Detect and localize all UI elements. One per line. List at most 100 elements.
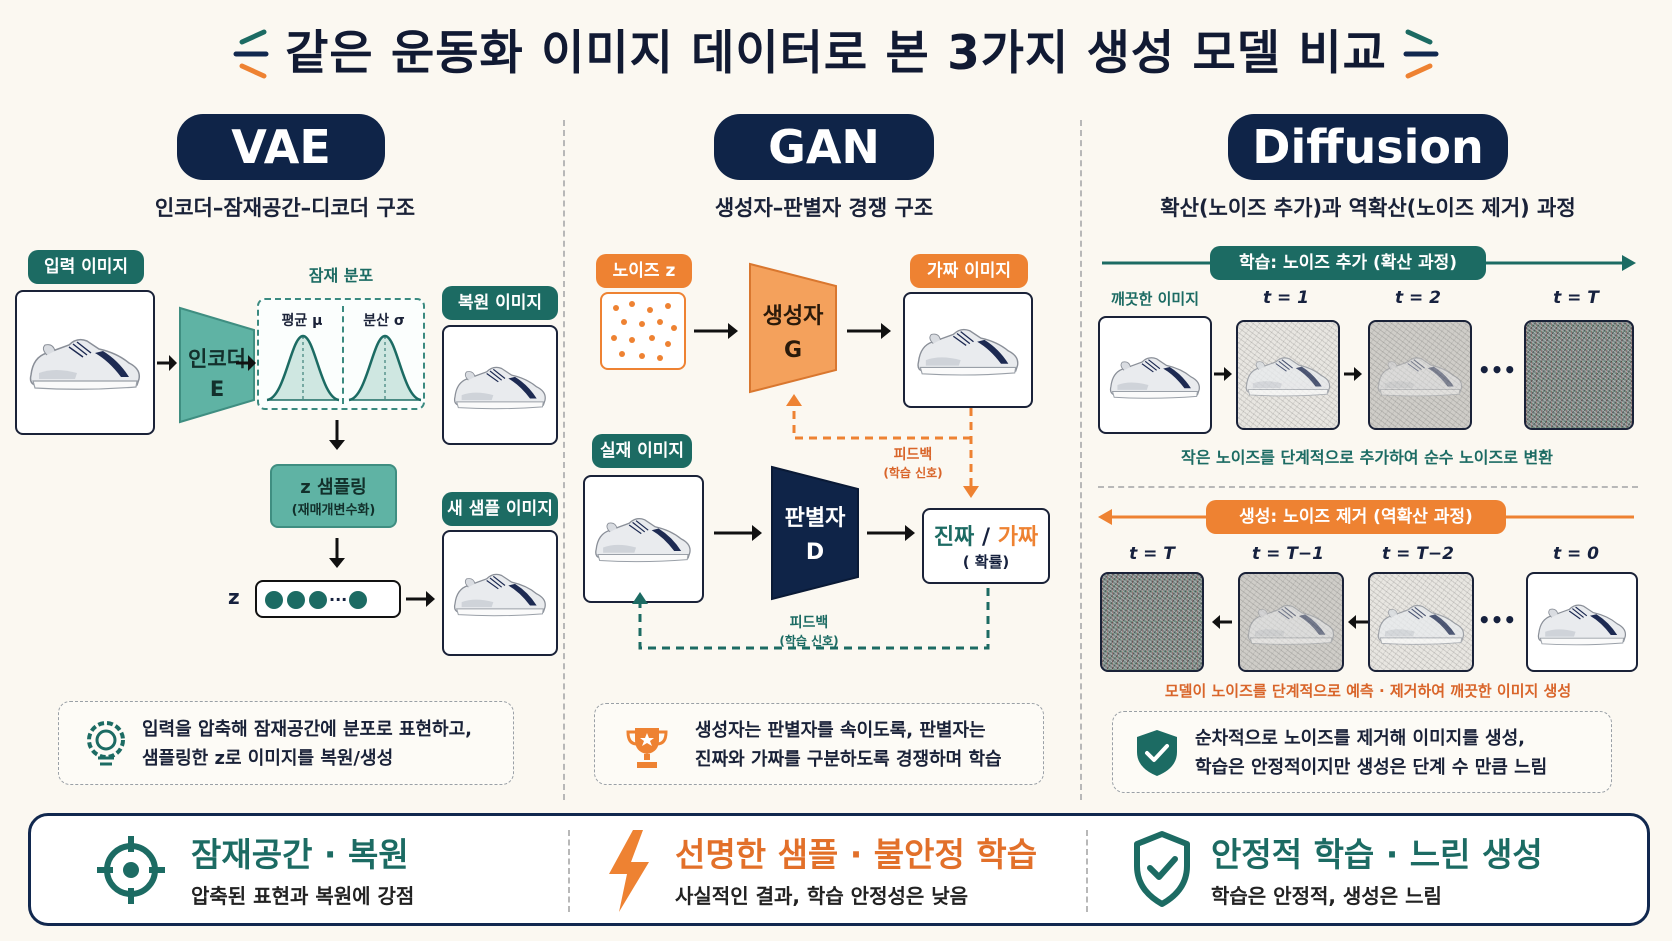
footer-vae-title: 잠재공간 · 복원: [191, 835, 409, 874]
shield-check-icon: [1137, 730, 1177, 776]
forward-ellipsis: •••: [1477, 358, 1517, 382]
mean-gaussian-icon: [266, 334, 340, 402]
gan-feedback-bottom-title: 피드백: [789, 615, 829, 631]
forward-label-3: t = T: [1553, 288, 1599, 308]
z-sampling-box: z 샘플링 (재매개변수화): [270, 464, 397, 528]
vae-new-sample-image: [442, 530, 558, 656]
forward-arrow-1: [1214, 367, 1232, 381]
vae-description-box: 입력을 압축해 잠재공간에 분포로 표현하고, 샘플링한 z로 이미지를 복원/…: [58, 701, 514, 785]
vae-desc-line2: 샘플링한 z로 이미지를 복원/생성: [142, 748, 394, 769]
reverse-step-t0: [1526, 572, 1638, 672]
gan-generator-label: 생성자: [762, 304, 824, 329]
forward-arrow-2: [1344, 367, 1362, 381]
arrow-latent-to-sampling: [329, 420, 345, 450]
page-title: 같은 운동화 이미지 데이터로 본 3가지 생성 모델 비교: [285, 26, 1387, 81]
forward-process-tag: 학습: 노이즈 추가 (확산 과정): [1210, 246, 1486, 280]
result-prob-label: ( 확률): [962, 553, 1010, 571]
gan-feedback-top-title: 피드백: [893, 447, 933, 463]
vae-header: VAE: [177, 114, 385, 180]
mean-label: 평균 μ: [281, 313, 323, 329]
footer-diffusion-sub: 학습은 안정적, 생성은 느림: [1211, 884, 1442, 908]
arrow-generator-to-fake: [847, 323, 891, 339]
z-ellipsis: ···: [329, 590, 348, 609]
gan-generator-shape: [749, 262, 837, 394]
reverse-label-0: t = T: [1129, 544, 1175, 564]
vae-encoder-symbol: E: [209, 377, 225, 401]
forward-label-1: t = 1: [1262, 288, 1310, 308]
vae-recon-image: [442, 325, 558, 445]
gan-feedback-top-sub: (학습 신호): [883, 466, 943, 480]
diffusion-desc-line2: 학습은 안정적이지만 생성은 단계 수 만큼 느림: [1195, 757, 1548, 778]
diffusion-header: Diffusion: [1228, 114, 1508, 180]
forward-step-t1: [1236, 320, 1340, 430]
diffusion-section-divider: [1098, 486, 1638, 488]
vae-subtitle: 인코더–잠재공간–디코더 구조: [154, 196, 416, 220]
shield-check-outline-icon: [1134, 831, 1190, 907]
arrow-sampling-to-z: [329, 538, 345, 568]
gan-desc-line2: 진짜와 가짜를 구분하도록 경쟁하며 학습: [695, 749, 1002, 770]
reverse-caption: 모델이 노이즈를 단계적으로 예측 · 제거하여 깨끗한 이미지 생성: [1164, 682, 1572, 700]
gan-discriminator-symbol: D: [805, 540, 825, 565]
vae-recon-tag: 복원 이미지: [442, 286, 558, 320]
forward-label-0: 깨끗한 이미지: [1110, 290, 1200, 308]
vae-input-image: [15, 290, 155, 435]
forward-step-t2: [1368, 320, 1472, 430]
forward-step-tT: [1524, 320, 1634, 430]
gan-generator-symbol: G: [783, 338, 803, 363]
arrow-discriminator-to-result: [867, 525, 915, 541]
gan-desc-line1: 생성자는 판별자를 속이도록, 판별자는: [695, 720, 986, 741]
reverse-arrow-1: [1212, 615, 1232, 629]
title-decoration-left: [233, 29, 269, 79]
arrow-noise-to-generator: [694, 323, 738, 339]
z-sampling-sub: (재매개변수화): [291, 503, 376, 518]
vae-encoder-label: 인코더: [188, 347, 246, 371]
reverse-label-1: t = T−1: [1252, 544, 1324, 564]
arrow-encoder-to-latent: [236, 355, 256, 371]
brain-gear-icon: [87, 721, 125, 766]
result-separator: /: [981, 525, 991, 550]
z-vector: ···: [255, 580, 401, 618]
arrow-input-to-encoder: [157, 355, 177, 371]
reverse-ellipsis: •••: [1477, 608, 1517, 632]
z-sampling-label: z 샘플링: [300, 477, 367, 498]
reverse-step-tT-2: [1368, 572, 1474, 672]
reverse-label-2: t = T−2: [1382, 544, 1454, 564]
diffusion-desc-line1: 순차적으로 노이즈를 제거해 이미지를 생성,: [1195, 728, 1525, 749]
reverse-step-tT-1: [1238, 572, 1344, 672]
variance-label: 분산 σ: [363, 313, 405, 329]
gan-discriminator-shape: [771, 465, 859, 601]
gan-result-box: 진짜 / 가짜 ( 확률): [922, 508, 1050, 584]
latent-dist-title: 잠재 분포: [308, 266, 374, 285]
variance-gaussian-icon: [348, 334, 422, 402]
noise-dots-icon: [611, 301, 677, 361]
gan-discriminator-label: 판별자: [784, 506, 846, 531]
footer-gan-sub: 사실적인 결과, 학습 안정성은 낮음: [675, 884, 969, 908]
gan-header: GAN: [714, 114, 934, 180]
gan-subtitle: 생성자–판별자 경쟁 구조: [714, 196, 934, 220]
lightning-icon: [609, 830, 649, 912]
gan-fake-image: [903, 292, 1033, 408]
result-fake-label: 가짜: [997, 525, 1039, 550]
column-divider-1: [563, 120, 565, 800]
gan-feedback-bottom-sub: (학습 신호): [779, 634, 839, 648]
gan-real-tag: 실재 이미지: [592, 434, 692, 468]
reverse-arrow-2: [1348, 615, 1368, 629]
footer-gan-title: 선명한 샘플 · 불안정 학습: [675, 835, 1038, 874]
gan-description-box: 생성자는 판별자를 속이도록, 판별자는 진짜와 가짜를 구분하도록 경쟁하며 …: [594, 703, 1044, 785]
arrow-real-to-discriminator: [714, 525, 762, 541]
diffusion-description-box: 순차적으로 노이즈를 제거해 이미지를 생성, 학습은 안정적이지만 생성은 단…: [1112, 711, 1612, 793]
latent-dist-box: 평균 μ 분산 σ: [257, 298, 425, 410]
vae-encoder-shape: [179, 306, 255, 424]
forward-step-clean: [1098, 316, 1212, 434]
gan-real-image: [583, 475, 704, 603]
forward-caption: 작은 노이즈를 단계적으로 추가하여 순수 노이즈로 변환: [1181, 448, 1553, 467]
title-decoration-right: [1403, 29, 1439, 79]
gan-noise-image: [600, 292, 686, 370]
trophy-icon: [626, 728, 668, 768]
vae-new-sample-tag: 새 샘플 이미지: [442, 492, 558, 526]
reverse-process-tag: 생성: 노이즈 제거 (역확산 과정): [1206, 500, 1506, 534]
column-divider-2: [1080, 120, 1082, 800]
gan-feedback-loop-bottom: [632, 588, 990, 650]
gan-fake-tag: 가짜 이미지: [910, 254, 1028, 288]
forward-label-2: t = 2: [1394, 288, 1442, 308]
